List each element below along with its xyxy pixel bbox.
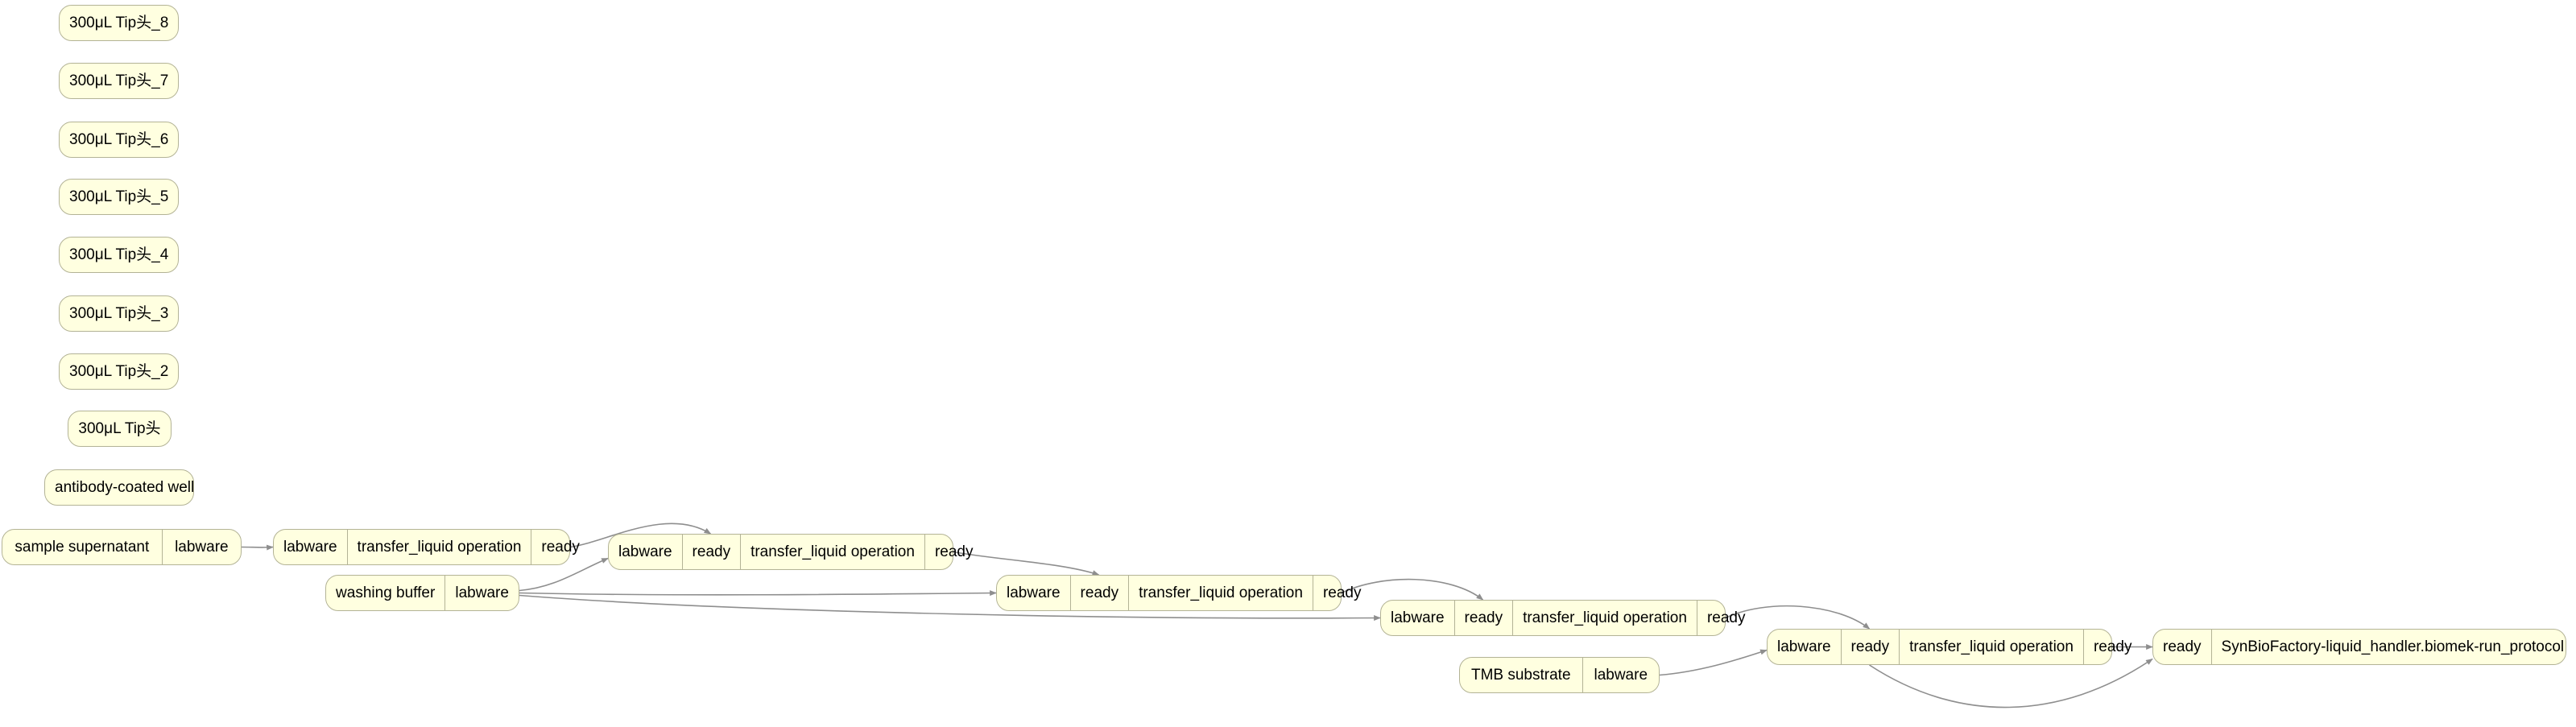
node-tip4-cell-0: 300μL Tip头_4: [69, 246, 169, 263]
node-opB-cell-3: ready: [924, 535, 983, 569]
node-tip1: 300μL Tip头: [68, 411, 172, 447]
edge-opB-to-opC: [953, 551, 1100, 576]
node-final-cell-0: ready: [2163, 638, 2202, 655]
node-opD-cell-0: labware: [1391, 609, 1445, 626]
node-opB-cell-1: ready: [681, 535, 741, 569]
node-sample-cell-1: labware: [161, 530, 241, 564]
node-tip3-cell-0: 300μL Tip头_3: [69, 305, 169, 322]
node-opB-cell-0: labware: [618, 543, 672, 560]
node-opC-cell-3: ready: [1312, 576, 1371, 610]
node-opA-cell-0: labware: [283, 539, 337, 556]
node-tip5-cell-0: 300μL Tip头_5: [69, 188, 169, 205]
node-wash: washing buffer labware: [325, 575, 519, 611]
node-tip7: 300μL Tip头_7: [59, 63, 179, 99]
edge-wash-to-opD: [519, 594, 1381, 622]
node-sample-cell-0: sample supernatant: [14, 539, 150, 556]
node-tmb: TMB substrate labware: [1459, 657, 1660, 693]
edge-tmb-to-opE: [1659, 649, 1768, 676]
node-opE-cell-2: transfer_liquid operation: [1899, 630, 2083, 664]
node-tip8: 300μL Tip头_8: [59, 5, 179, 41]
edge-opD-to-opE: [1725, 605, 1871, 630]
node-opE-cell-3: ready: [2082, 630, 2142, 664]
node-opA-cell-2: ready: [531, 530, 589, 564]
node-opA-cell-1: transfer_liquid operation: [346, 530, 531, 564]
edge-wash-to-opB: [519, 557, 609, 592]
node-opE-cell-1: ready: [1840, 630, 1900, 664]
node-tip2: 300μL Tip头_2: [59, 353, 179, 390]
edge-opA-to-opB: [569, 523, 712, 548]
node-opD-cell-1: ready: [1453, 601, 1513, 635]
node-final-cell-1: SynBioFactory-liquid_handler.biomek-run_…: [2210, 630, 2574, 664]
node-opC-cell-0: labware: [1007, 584, 1061, 601]
node-tip5: 300μL Tip头_5: [59, 179, 179, 215]
edge-wash-to-opC: [519, 590, 997, 597]
node-tip3: 300μL Tip头_3: [59, 295, 179, 332]
node-tmb-cell-1: labware: [1582, 658, 1660, 692]
node-opC-cell-2: transfer_liquid operation: [1128, 576, 1313, 610]
node-antibody-cell-0: antibody-coated well: [55, 479, 195, 496]
node-tip6: 300μL Tip头_6: [59, 122, 179, 158]
node-tip1-cell-0: 300μL Tip头: [78, 420, 161, 437]
edge-opC-to-opD: [1341, 578, 1484, 601]
node-opE-cell-0: labware: [1777, 638, 1831, 655]
node-tip2-cell-0: 300μL Tip头_2: [69, 363, 169, 380]
node-tip7-cell-0: 300μL Tip头_7: [69, 72, 169, 89]
node-sample: sample supernatant labware: [2, 529, 242, 565]
node-opC-cell-1: ready: [1069, 576, 1129, 610]
node-opD-cell-3: ready: [1696, 601, 1755, 635]
node-antibody: antibody-coated well: [44, 469, 194, 506]
node-tip4: 300μL Tip头_4: [59, 237, 179, 273]
node-opD-cell-2: transfer_liquid operation: [1512, 601, 1697, 635]
node-opB-cell-2: transfer_liquid operation: [740, 535, 924, 569]
edge-opE-to-final: [1869, 658, 2153, 708]
node-tip8-cell-0: 300μL Tip头_8: [69, 14, 169, 31]
node-tmb-cell-0: TMB substrate: [1470, 667, 1571, 684]
node-tip6-cell-0: 300μL Tip头_6: [69, 131, 169, 148]
node-wash-cell-1: labware: [444, 576, 519, 610]
node-wash-cell-0: washing buffer: [336, 584, 436, 601]
